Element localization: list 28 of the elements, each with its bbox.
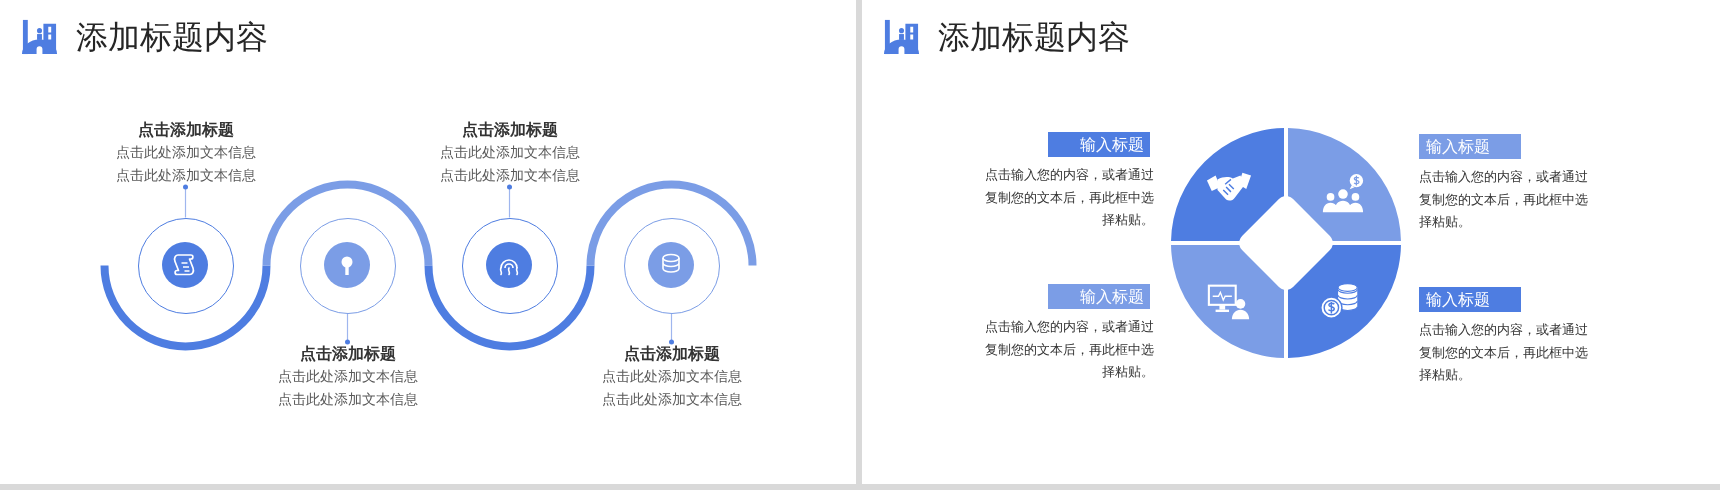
description-text: 点击输入您的内容，或者通过复制您的文本后，再此框中选择粘贴。	[1419, 321, 1589, 384]
description-text: 点击输入您的内容，或者通过复制您的文本后，再此框中选择粘贴。	[1419, 168, 1589, 231]
slide-panel	[862, 0, 1720, 484]
step-title: 点击添加标题	[623, 343, 720, 365]
step-text: 点击此处添加文本信息	[277, 390, 418, 409]
description-text: 点击输入您的内容，或者通过复制您的文本后，再此框中选择粘贴。	[984, 166, 1154, 229]
step-text: 点击此处添加文本信息	[115, 143, 256, 162]
step-text: 点击此处添加文本信息	[439, 166, 580, 185]
step-text: 点击此处添加文本信息	[601, 367, 742, 386]
slide-title: 添加标题内容	[938, 18, 1130, 56]
heading-bar: 输入标题	[1048, 284, 1150, 309]
step-text: 点击此处添加文本信息	[439, 143, 580, 162]
heading-bar: 输入标题	[1419, 287, 1521, 312]
step-title: 点击添加标题	[137, 119, 234, 141]
step-text: 点击此处添加文本信息	[601, 390, 742, 409]
step-title: 点击添加标题	[299, 343, 396, 365]
description-text: 点击输入您的内容，或者通过复制您的文本后，再此框中选择粘贴。	[984, 318, 1154, 381]
step-title: 点击添加标题	[461, 119, 558, 141]
slide-panel	[0, 0, 856, 484]
leader-line	[345, 312, 350, 345]
leader-line	[669, 312, 674, 345]
step-text: 点击此处添加文本信息	[277, 367, 418, 386]
heading-bar: 输入标题	[1419, 134, 1521, 159]
leader-line	[183, 184, 188, 219]
slide-title: 添加标题内容	[76, 18, 268, 56]
leader-line	[507, 184, 512, 219]
heading-bar: 输入标题	[1048, 132, 1150, 157]
step-text: 点击此处添加文本信息	[115, 166, 256, 185]
